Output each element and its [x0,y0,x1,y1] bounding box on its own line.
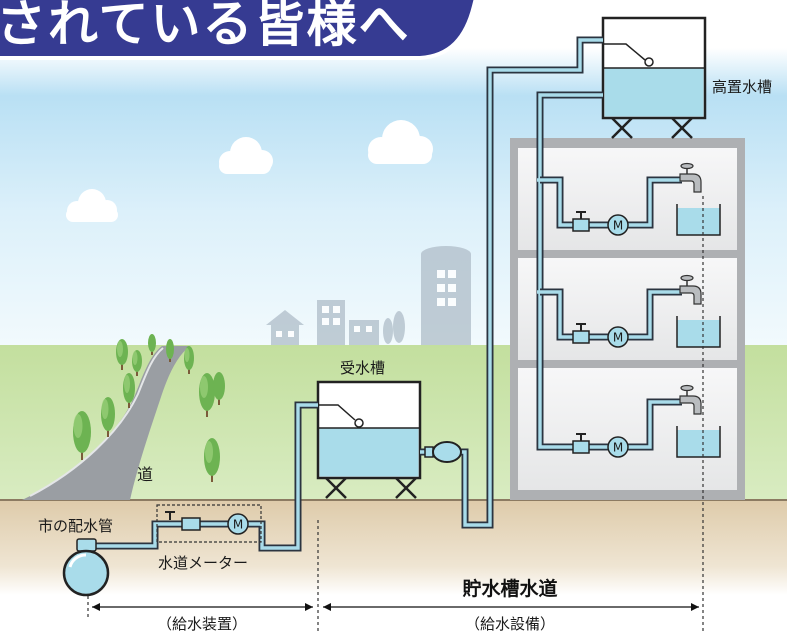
tree [123,373,135,408]
background-building [349,320,379,346]
branch-pipe-floor-2 [537,288,682,341]
top-banner: されている皆様へ [0,0,478,60]
water-meter-icon: M [607,326,629,348]
fixtures-floor-2: M [572,274,721,348]
trees [73,334,225,482]
pump-icon [424,441,462,463]
svg-text:M: M [613,219,623,233]
receiving-tank-label: 受水槽 [340,359,385,377]
svg-text:M: M [613,331,623,345]
tree [73,411,91,460]
tank-legs [325,477,417,499]
road [22,346,190,500]
faucet-icon [679,274,702,305]
tree [148,334,156,355]
tree [204,438,220,482]
downfeed-pipe [536,91,682,451]
branch-pipe-floor-1 [537,176,682,229]
tree [132,350,142,376]
background-building [317,300,345,346]
meter-boundary [156,504,262,543]
water-meter-assembly: M [156,504,262,543]
elevated-tank-label: 高置水槽 [712,78,772,96]
meter-body [181,517,201,531]
storage-tank-supply-label: 貯水槽水道 [462,577,557,600]
receiving-water-tank [316,380,422,499]
svg-text:M: M [233,518,243,532]
road-label: 道 [137,465,153,484]
floor-3 [518,368,737,490]
elevated-water-tank [601,16,707,139]
banner-title: されている皆様へ [0,0,411,53]
faucet-icon [679,384,702,415]
water-meter-icon: M [227,513,249,535]
faucet-icon [679,162,702,193]
float-valve-icon [318,404,364,428]
float-valve-icon [603,43,654,67]
service-pipe [96,401,318,552]
tree [184,346,194,374]
supply-device-label: （給水装置） [157,615,247,633]
tank-legs [611,117,693,139]
stopcock-icon [165,511,175,520]
tree [116,339,128,370]
clouds [66,120,433,222]
tree [199,373,215,417]
background-trees [383,311,405,344]
fixtures-floor-1: M [572,162,721,236]
water-meter-label: 水道メーター [158,554,248,572]
cloud [219,137,273,174]
sink [676,316,721,348]
stopcock-icon [572,211,590,232]
sink [676,426,721,458]
background-house [266,310,304,346]
stopcock-icon [572,323,590,344]
fixtures-floor-3: M [572,384,721,458]
supply-pipes [96,36,682,552]
stopcock-icon [572,433,590,454]
water-meter-icon: M [607,436,629,458]
tank-water [319,428,419,477]
tank-water [604,68,704,117]
tree [213,372,225,405]
cloud [368,120,433,164]
background-buildings [266,246,471,346]
sink [676,204,721,236]
city-water-main [62,538,110,597]
background-tower [421,246,471,346]
tree [166,339,174,362]
water-meter-icon: M [607,214,629,236]
supply-equipment-label: （給水設備） [465,615,555,633]
tree [101,397,115,437]
lift-pipe [420,36,603,529]
svg-text:M: M [613,441,623,455]
cloud [66,189,118,222]
city-main-label: 市の配水管 [38,517,113,535]
